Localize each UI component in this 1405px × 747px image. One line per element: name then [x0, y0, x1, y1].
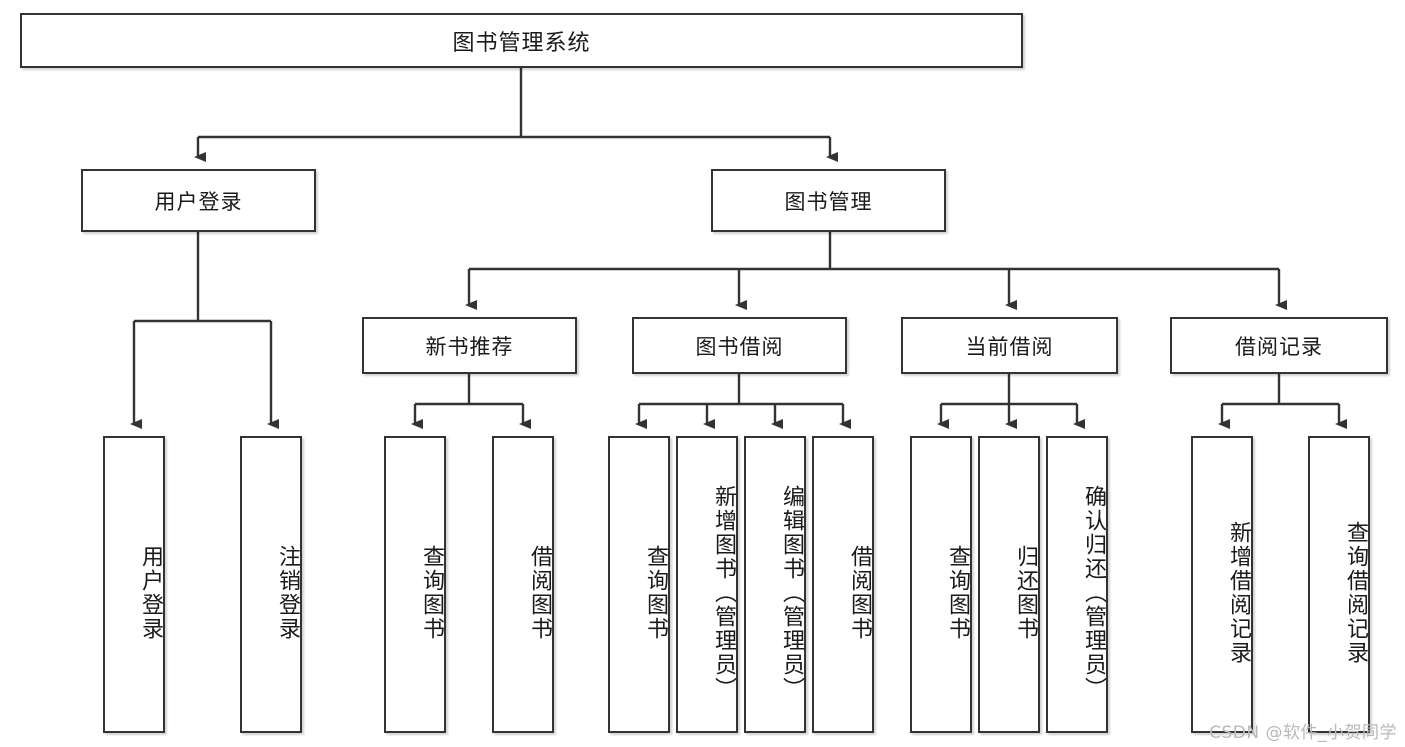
node-root-book-management-system[interactable]: 图书管理系统 [20, 13, 1023, 68]
node-label: 借阅记录 [1235, 334, 1323, 359]
node-current-borrow[interactable]: 当前借阅 [901, 317, 1118, 374]
node-borrow-record[interactable]: 借阅记录 [1170, 317, 1388, 374]
node-label: 图书管理 [784, 189, 873, 214]
leaf-current-borrow-return[interactable]: 归还图书 [978, 436, 1040, 733]
node-label: 用户登录 [138, 544, 163, 641]
node-label: 查询图书 [419, 544, 444, 641]
node-label: 新书推荐 [425, 334, 514, 359]
node-label: 新增图书（管理员） [711, 484, 736, 701]
node-label: 查询借阅记录 [1343, 520, 1368, 665]
leaf-book-borrow-edit[interactable]: 编辑图书（管理员） [744, 436, 806, 733]
node-new-book-recommend[interactable]: 新书推荐 [362, 317, 577, 374]
leaf-book-borrow-query[interactable]: 查询图书 [608, 436, 670, 733]
node-label: 查询图书 [643, 544, 668, 641]
leaf-current-borrow-query[interactable]: 查询图书 [910, 436, 972, 733]
node-label: 新增借阅记录 [1226, 520, 1251, 665]
node-label: 借阅图书 [847, 544, 872, 641]
leaf-user-login-logout[interactable]: 注销登录 [240, 436, 302, 733]
leaf-borrow-record-query[interactable]: 查询借阅记录 [1308, 436, 1370, 733]
leaf-new-book-query[interactable]: 查询图书 [384, 436, 446, 733]
node-label: 注销登录 [275, 544, 300, 641]
node-label: 图书管理系统 [452, 30, 591, 56]
node-user-login[interactable]: 用户登录 [81, 169, 316, 232]
leaf-book-borrow-add[interactable]: 新增图书（管理员） [676, 436, 738, 733]
node-label: 用户登录 [154, 189, 243, 214]
leaf-book-borrow-borrow[interactable]: 借阅图书 [812, 436, 874, 733]
node-label: 当前借阅 [965, 334, 1054, 359]
node-label: 借阅图书 [527, 544, 552, 641]
node-label: 编辑图书（管理员） [779, 484, 804, 701]
node-label: 归还图书 [1013, 544, 1038, 641]
csdn-watermark: CSDN @软件_小贺同学 [1209, 723, 1397, 743]
node-label: 确认归还（管理员） [1081, 484, 1106, 701]
node-label: 图书借阅 [695, 334, 784, 359]
leaf-borrow-record-add[interactable]: 新增借阅记录 [1191, 436, 1253, 733]
node-book-borrow[interactable]: 图书借阅 [632, 317, 847, 374]
leaf-current-borrow-confirm-return[interactable]: 确认归还（管理员） [1046, 436, 1108, 733]
node-book-management[interactable]: 图书管理 [711, 169, 946, 232]
node-label: 查询图书 [945, 544, 970, 641]
leaf-new-book-borrow[interactable]: 借阅图书 [492, 436, 554, 733]
leaf-user-login-login[interactable]: 用户登录 [103, 436, 165, 733]
